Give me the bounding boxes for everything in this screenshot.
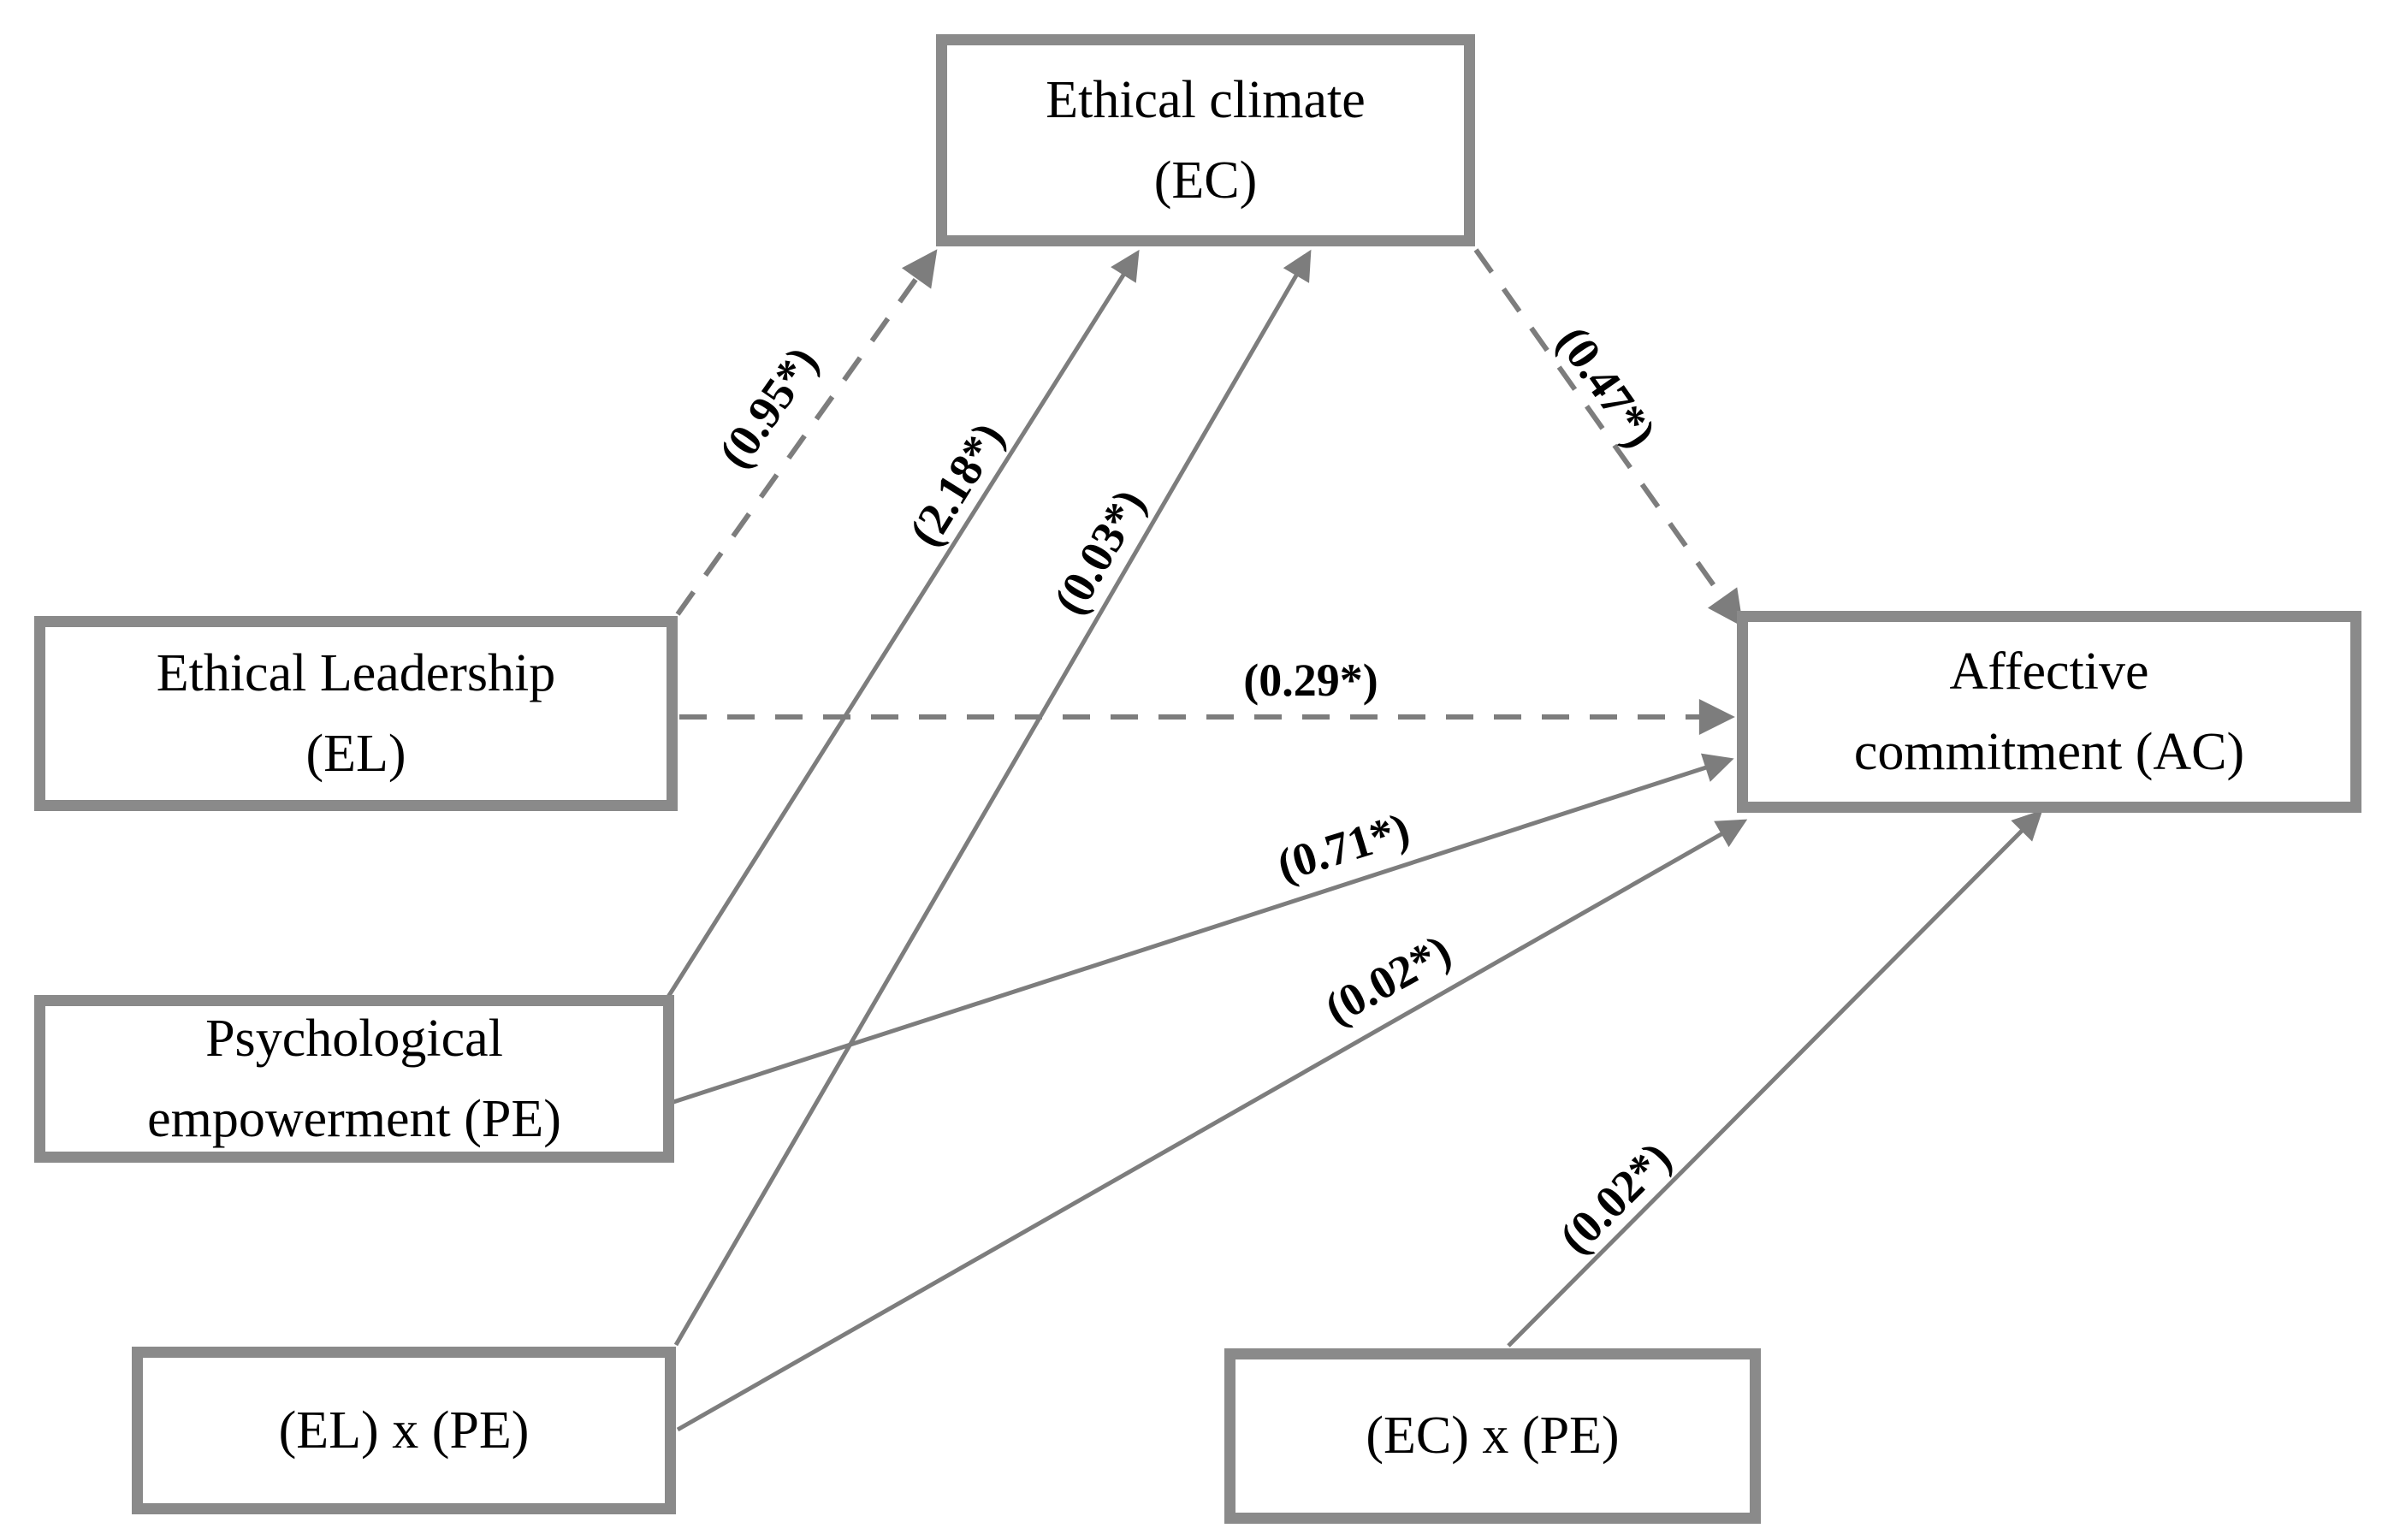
- node-label: Ethical climate: [1046, 70, 1366, 129]
- node-ethical-leadership: Ethical Leadership (EL): [34, 616, 678, 811]
- node-label: (EC) x (PE): [1366, 1407, 1620, 1466]
- node-ethical-climate: Ethical climate (EC): [936, 34, 1475, 246]
- node-label: commitment (AC): [1853, 723, 2245, 781]
- path-coefficient-el-ac: (0.29*): [1243, 654, 1378, 706]
- node-psychological-empowerment: Psychological empowerment (PE): [34, 995, 674, 1163]
- node-label: empowerment (PE): [147, 1090, 561, 1148]
- arrow-ecxpe-to-ac: [1507, 809, 2043, 1348]
- arrow-elxpe-to-ec: [673, 249, 1312, 1347]
- arrow-pe-to-ac: [667, 753, 1734, 1106]
- node-ec-x-pe-interaction: (EC) x (PE): [1224, 1348, 1761, 1524]
- arrow-elxpe-to-ac: [676, 819, 1748, 1432]
- node-el-x-pe-interaction: (EL) x (PE): [132, 1347, 676, 1514]
- node-label: Psychological: [205, 1009, 503, 1068]
- node-label: (EL): [305, 725, 406, 783]
- node-label: Ethical Leadership: [156, 643, 556, 702]
- node-label: Affective: [1949, 642, 2149, 701]
- node-label: (EC): [1153, 151, 1258, 210]
- arrow-ec-to-ac: [1473, 248, 1744, 627]
- arrow-el-to-ec: [675, 249, 938, 616]
- node-label: (EL) x (PE): [278, 1401, 530, 1460]
- arrow-pe-to-ec: [666, 249, 1140, 998]
- node-affective-commitment: Affective commitment (AC): [1737, 611, 2361, 813]
